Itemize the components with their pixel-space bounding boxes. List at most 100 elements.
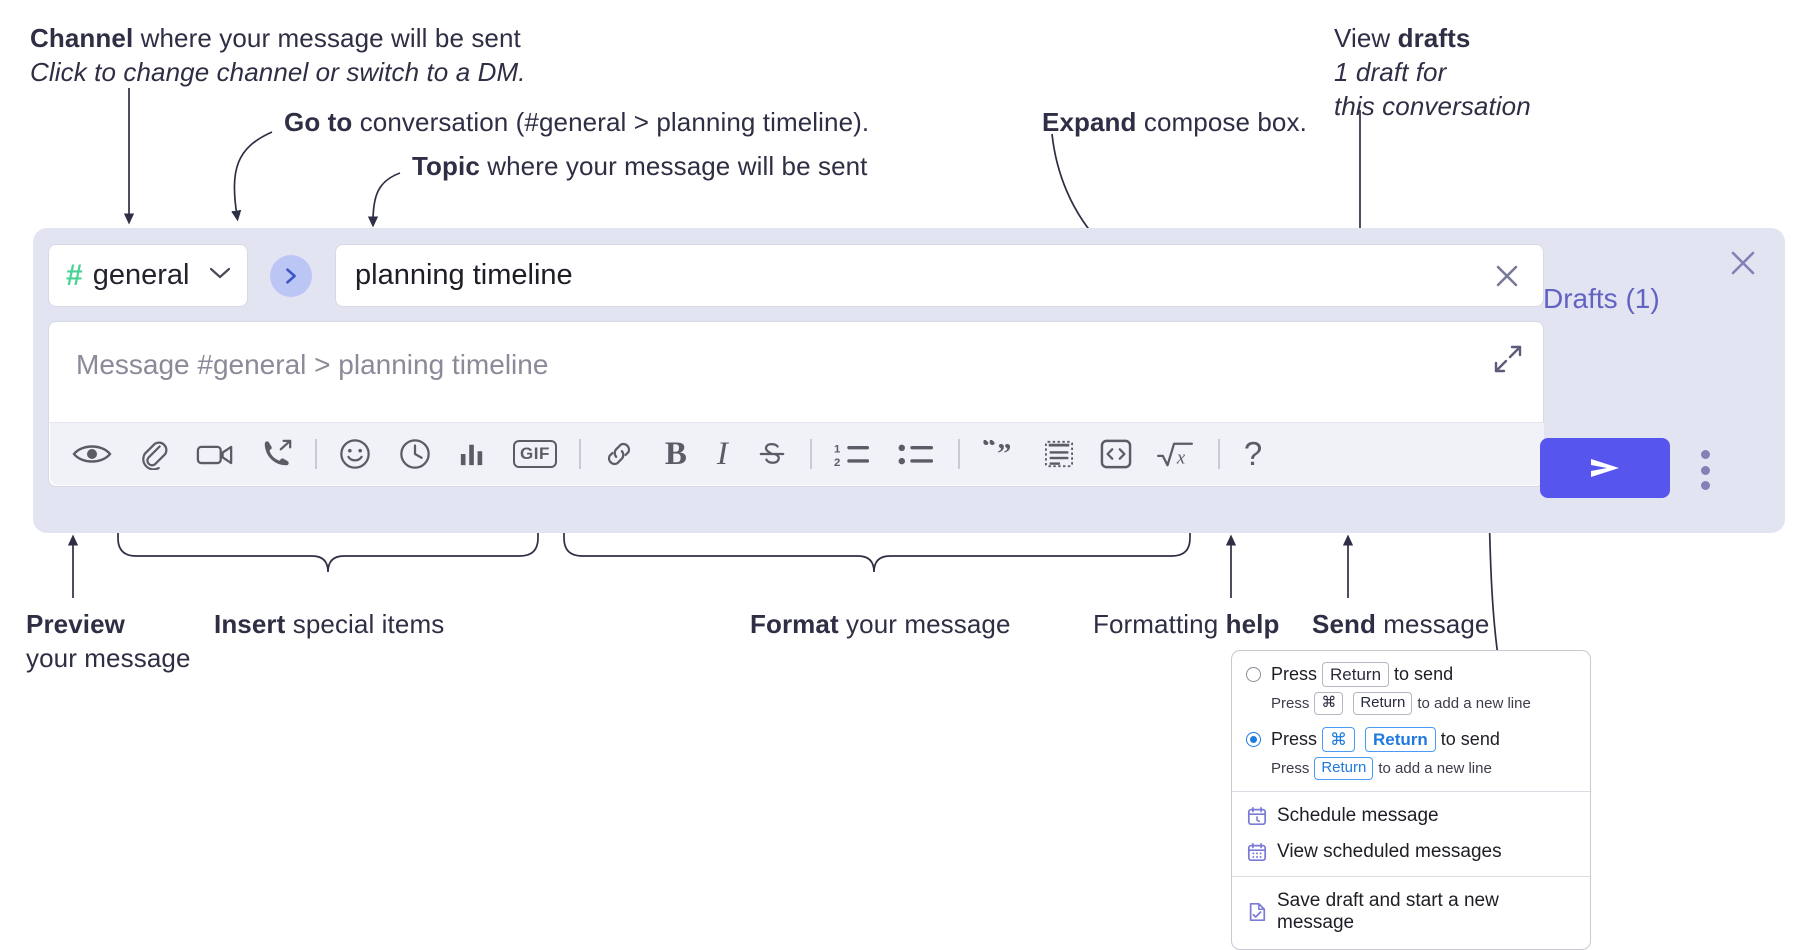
option2-post: to send — [1440, 729, 1500, 750]
option1-sub: Press ⌘ Return to add a new line — [1232, 689, 1590, 718]
key-command: ⌘ — [1314, 692, 1344, 715]
annotation-format-rest: your message — [838, 609, 1011, 639]
go-to-conversation-button[interactable] — [270, 255, 312, 297]
calendar-grid-icon — [1246, 841, 1268, 863]
svg-text:“: “ — [982, 440, 996, 462]
link-icon[interactable] — [603, 436, 635, 472]
annotation-send-rest: message — [1375, 609, 1490, 639]
kebab-dot — [1700, 450, 1710, 459]
annotation-drafts-italic2: this conversation — [1334, 90, 1531, 121]
save-draft-icon — [1246, 901, 1268, 923]
bullet-list-icon[interactable] — [898, 436, 934, 472]
option2-sub: Press Return to add a new line — [1232, 754, 1590, 783]
annotation-expand-rest: compose box. — [1136, 107, 1307, 137]
annotation-help: Formatting help — [1093, 608, 1279, 642]
close-icon[interactable] — [1726, 246, 1760, 280]
divider — [957, 439, 960, 469]
strikethrough-icon[interactable] — [758, 436, 786, 472]
annotation-topic-bold: Topic — [412, 151, 480, 181]
audio-call-icon[interactable] — [261, 436, 293, 472]
compose-options-menu-button[interactable] — [1700, 450, 1710, 490]
italic-icon[interactable]: I — [716, 435, 728, 472]
divider — [1217, 439, 1220, 469]
message-placeholder: Message #general > planning timeline — [76, 349, 549, 380]
annotation-channel-italic: Click to change channel or switch to a D… — [30, 56, 526, 87]
radio-option-return-to-send[interactable]: Press Return to send — [1232, 660, 1590, 689]
annotation-insert-rest: special items — [285, 609, 445, 639]
attachment-icon[interactable] — [139, 436, 169, 472]
annotation-help-bold: help — [1225, 609, 1280, 639]
annotation-preview-rest: your message — [26, 642, 191, 673]
radio-button-selected[interactable] — [1246, 732, 1261, 748]
reminder-clock-icon[interactable] — [399, 436, 431, 472]
radio-button[interactable] — [1246, 667, 1261, 683]
annotation-drafts-lead: View — [1334, 23, 1398, 53]
annotation-topic-rest: where your message will be sent — [479, 151, 868, 181]
compose-panel: # general planning timeline Message #gen… — [33, 228, 1785, 533]
annotation-send: Send message — [1312, 608, 1490, 642]
expand-icon[interactable] — [1493, 344, 1523, 374]
gif-icon[interactable]: GIF — [513, 436, 557, 472]
code-icon[interactable] — [1100, 436, 1132, 472]
math-icon[interactable]: x — [1156, 436, 1194, 472]
channel-selector[interactable]: # general — [48, 244, 248, 307]
key-return: Return — [1365, 727, 1436, 753]
annotation-drafts-italic1: 1 draft for — [1334, 56, 1447, 87]
radio-option-cmd-return-to-send[interactable]: Press ⌘ Return to send — [1232, 725, 1590, 754]
emoji-icon[interactable] — [339, 436, 371, 472]
option2-pre: Press — [1271, 729, 1318, 750]
svg-text:2: 2 — [834, 456, 840, 467]
gif-label: GIF — [513, 440, 557, 468]
divider — [1232, 876, 1590, 877]
option1-sub-post: to add a new line — [1417, 695, 1531, 713]
bold-icon[interactable]: B — [664, 435, 687, 472]
option2-sub-pre: Press — [1271, 760, 1310, 778]
menu-item-label: Save draft and start a new message — [1277, 890, 1499, 933]
poll-bar-chart-icon[interactable] — [459, 436, 485, 472]
compose-options-dropdown: Press Return to send Press ⌘ Return to a… — [1231, 650, 1591, 950]
message-input-box[interactable]: Message #general > planning timeline — [48, 321, 1544, 487]
annotation-expand-bold: Expand — [1042, 107, 1137, 137]
menu-item-schedule-message[interactable]: Schedule message — [1232, 798, 1590, 834]
menu-item-label: View scheduled messages — [1277, 841, 1502, 862]
hash-icon: # — [66, 258, 83, 292]
kebab-dot — [1700, 481, 1710, 490]
send-arrow-icon — [1591, 459, 1619, 477]
key-return: Return — [1314, 757, 1374, 780]
blockquote-icon[interactable]: “” — [982, 436, 1018, 472]
divider — [1232, 791, 1590, 792]
svg-text:”: ” — [997, 440, 1011, 469]
video-icon[interactable] — [196, 436, 234, 472]
topic-input[interactable]: planning timeline — [335, 244, 1544, 307]
annotation-preview-bold: Preview — [26, 609, 125, 639]
annotation-expand: Expand compose box. — [1042, 106, 1307, 140]
chevron-down-icon — [209, 266, 231, 285]
annotation-channel: Channel where your message will be sent … — [30, 22, 526, 90]
topic-value: planning timeline — [355, 259, 573, 291]
clear-topic-icon[interactable] — [1491, 260, 1523, 292]
divider — [809, 439, 812, 469]
annotation-channel-rest: where your message will be sent — [133, 23, 521, 53]
menu-item-save-draft[interactable]: Save draft and start a new message — [1232, 883, 1590, 941]
code-block-icon[interactable] — [1044, 436, 1074, 472]
annotation-preview: Preview your message — [26, 608, 191, 676]
send-behavior-options: Press Return to send Press ⌘ Return to a… — [1232, 651, 1590, 791]
option2-sub-post: to add a new line — [1378, 760, 1492, 778]
key-return: Return — [1322, 662, 1390, 688]
annotation-insert: Insert special items — [214, 608, 444, 642]
compose-header-row: # general planning timeline — [48, 244, 1544, 309]
annotation-format-bold: Format — [750, 609, 839, 639]
menu-item-view-scheduled-messages[interactable]: View scheduled messages — [1232, 834, 1590, 870]
annotation-goto-rest: conversation (#general > planning timeli… — [352, 107, 870, 137]
send-button[interactable] — [1540, 438, 1670, 498]
divider — [578, 439, 581, 469]
preview-icon[interactable] — [72, 436, 112, 472]
help-icon[interactable]: ? — [1243, 435, 1263, 472]
svg-text:1: 1 — [834, 443, 840, 455]
drafts-link[interactable]: Drafts (1) — [1543, 283, 1660, 314]
option1-post: to send — [1394, 664, 1454, 685]
key-return: Return — [1353, 692, 1413, 715]
